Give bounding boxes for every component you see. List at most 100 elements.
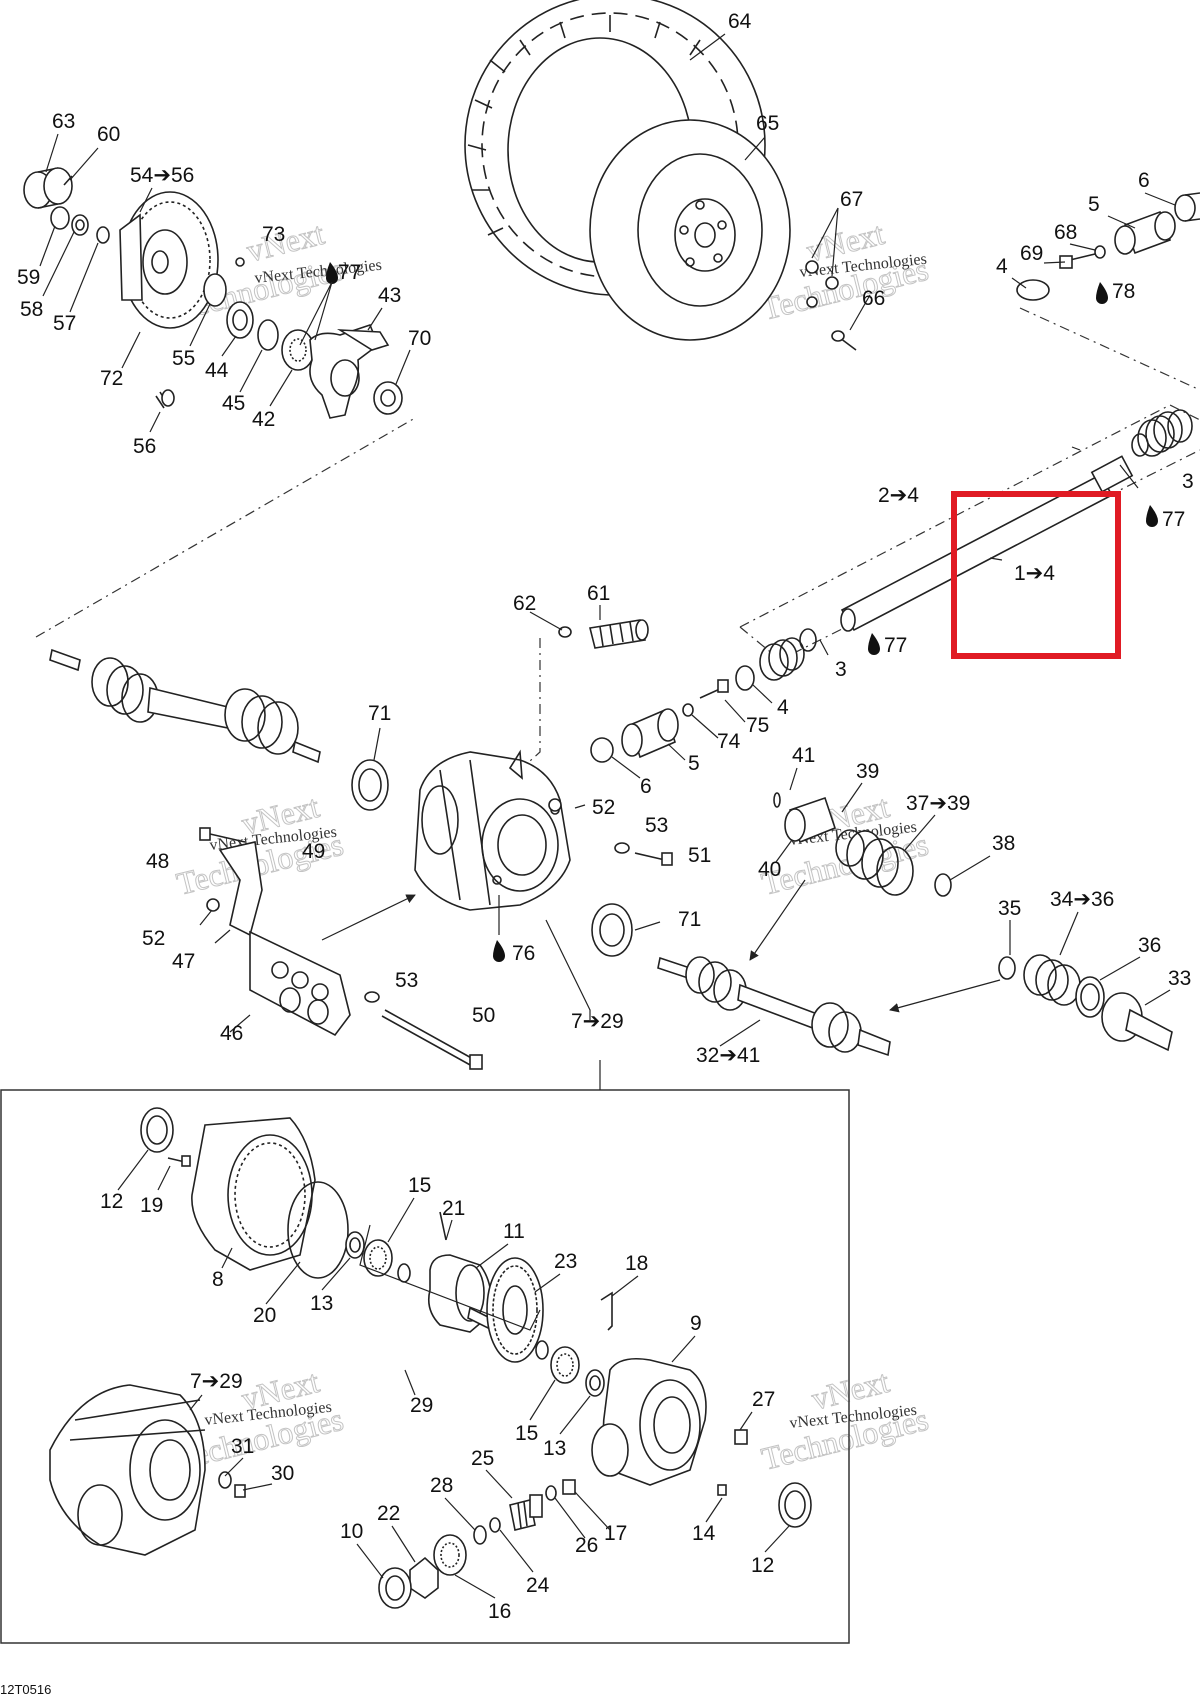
label-8: 8	[212, 1268, 224, 1291]
label-37-39: 37➔39	[906, 792, 970, 815]
hub-assembly	[23, 167, 416, 638]
label-29: 29	[410, 1394, 433, 1417]
part-35-clamp	[998, 956, 1016, 980]
part-18-pipe	[600, 1291, 613, 1331]
label-11: 11	[503, 1220, 525, 1243]
label-40: 40	[758, 858, 781, 881]
differential-exploded	[49, 1107, 812, 1609]
label-76: 76	[512, 942, 535, 965]
part-61-breather	[589, 619, 649, 649]
part-1-driveshaft	[840, 455, 1134, 632]
part-12-seal-upper	[140, 1107, 174, 1153]
part-34-boot	[1023, 954, 1081, 1006]
label-35: 35	[998, 897, 1021, 920]
label-3: 3	[835, 658, 847, 681]
part-73-fitting	[235, 257, 245, 267]
part-70-bushing	[373, 381, 403, 415]
part-ring	[397, 1263, 411, 1283]
label-55: 55	[172, 347, 195, 370]
label-2-4: 2➔4	[878, 484, 919, 507]
assembled-differential	[49, 1384, 206, 1556]
label-61: 61	[587, 582, 610, 605]
label-13: 13	[543, 1437, 566, 1460]
part-ring	[535, 1340, 549, 1360]
part-62-clip	[558, 626, 572, 638]
oil-drop-icon	[326, 262, 338, 284]
label-52: 52	[592, 796, 615, 819]
label-32-41: 32➔41	[696, 1044, 760, 1067]
part-3-ring	[1131, 433, 1149, 457]
label-20: 20	[253, 1304, 276, 1327]
label-71: 71	[368, 702, 391, 725]
oil-drop-icon	[868, 633, 880, 655]
part-30-plug	[234, 1484, 246, 1498]
label-70: 70	[408, 327, 431, 350]
part-17-nut	[562, 1479, 576, 1495]
bracket-29	[359, 1224, 541, 1331]
label-62: 62	[513, 592, 536, 615]
part-3-boot-lower	[759, 637, 805, 681]
part-21-pin	[439, 1211, 447, 1241]
label-73: 73	[262, 223, 285, 246]
label-28: 28	[430, 1474, 453, 1497]
part-24-spacer	[489, 1517, 501, 1533]
label-47: 47	[172, 950, 195, 973]
part-13-seal	[345, 1231, 365, 1259]
mount-bracket	[199, 827, 483, 1070]
label-69: 69	[1020, 242, 1043, 265]
label-22: 22	[377, 1502, 400, 1525]
part-19-bolt	[167, 1155, 191, 1167]
label-14: 14	[692, 1522, 716, 1545]
part-74-washer	[682, 703, 694, 717]
part-65-rim	[589, 119, 791, 341]
label-6: 6	[640, 775, 652, 798]
label-4: 4	[777, 696, 789, 719]
label-23: 23	[554, 1250, 577, 1273]
label-60: 60	[97, 123, 120, 146]
part-51-bolt	[634, 852, 673, 866]
part-39-boot	[835, 829, 914, 896]
part-67-nut	[806, 296, 818, 308]
label-51: 51	[688, 844, 711, 867]
part-72-brake-disc	[119, 191, 219, 329]
label-54-56: 54➔56	[130, 164, 194, 187]
part-11-carrier	[427, 1254, 493, 1333]
part-69-bolt	[1059, 253, 1096, 269]
part-75-bolt	[699, 679, 729, 699]
label-50: 50	[472, 1004, 495, 1027]
label-24: 24	[526, 1574, 550, 1597]
label-42: 42	[252, 408, 275, 431]
label-38: 38	[992, 832, 1015, 855]
part-46-plate	[249, 930, 351, 1037]
breather-assembly	[519, 619, 649, 771]
part-71-seal	[351, 759, 389, 811]
part-33-joint	[1101, 992, 1173, 1052]
oil-drop-icon	[1096, 282, 1108, 304]
axle-right-assembly	[657, 792, 1173, 1057]
label-13: 13	[310, 1292, 333, 1315]
part-26-ring	[545, 1485, 557, 1501]
label-64: 64	[728, 10, 752, 33]
dash-breather	[519, 638, 541, 771]
label-53: 53	[395, 969, 418, 992]
label-5: 5	[1088, 193, 1100, 216]
label-33: 33	[1168, 967, 1191, 990]
label-10: 10	[340, 1520, 363, 1543]
part-15-bearing	[363, 1239, 393, 1277]
label-18: 18	[625, 1252, 648, 1275]
label-66: 66	[862, 287, 885, 310]
part-71-seal-right	[591, 903, 633, 957]
detail-box-frame	[0, 1089, 850, 1644]
part-59-nut	[50, 206, 70, 230]
part-42-bearing	[281, 329, 315, 371]
axle-right	[657, 956, 891, 1057]
label-31: 31	[231, 1435, 254, 1458]
label-44: 44	[205, 359, 229, 382]
oil-drop-icon	[1146, 505, 1158, 527]
part-68-washer	[1094, 245, 1106, 259]
label-43: 43	[378, 284, 401, 307]
part-25-pinion	[509, 1494, 543, 1531]
part-41-clip	[773, 792, 781, 808]
part-63-bushing	[23, 167, 73, 209]
